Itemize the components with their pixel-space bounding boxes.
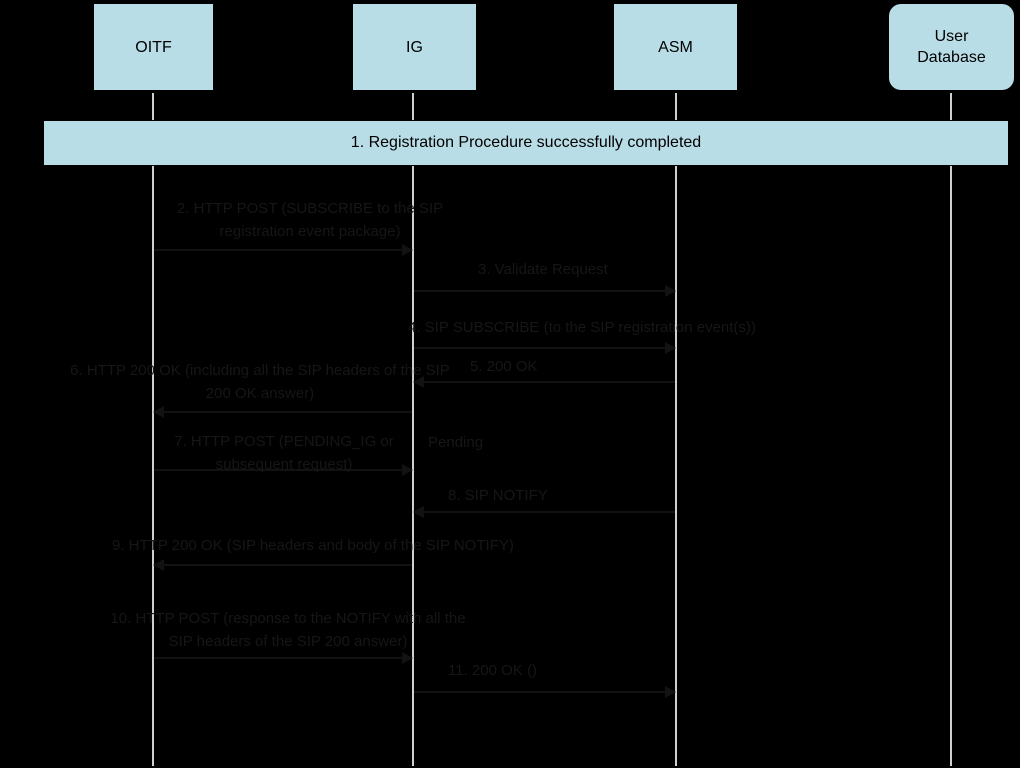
- arrow-asm-to-ig-msg5: [413, 376, 675, 388]
- arrowhead-icon: [402, 464, 413, 476]
- message-label-10: 10. HTTP POST (response to the NOTIFY wi…: [110, 610, 466, 650]
- arrowhead-icon: [413, 506, 424, 518]
- arrowhead-icon: [665, 686, 676, 698]
- arrowhead-icon: [402, 652, 413, 664]
- message-label-2: 2. HTTP POST (SUBSCRIBE to the SIP regis…: [176, 200, 444, 240]
- arrowhead-icon: [413, 376, 424, 388]
- message-label-8: 8. SIP NOTIFY: [448, 487, 548, 504]
- lifeline-asm: [675, 93, 677, 766]
- actor-label-oitf: OITF: [135, 38, 172, 56]
- message-label-6: 6. HTTP 200 OK (including all the SIP he…: [70, 362, 450, 402]
- arrow-oitf-to-ig-msg10: [154, 652, 413, 664]
- actor-label-user-database: User Database: [917, 28, 986, 66]
- arrowhead-icon: [153, 559, 164, 571]
- lifeline-ig: [412, 93, 414, 766]
- arrow-oitf-to-ig-msg7: [154, 464, 413, 476]
- message-label-9: 9. HTTP 200 OK (SIP headers and body of …: [112, 537, 514, 554]
- actor-box-ig: IG: [352, 3, 477, 91]
- actor-label-ig: IG: [406, 38, 423, 56]
- lifeline-oitf: [152, 93, 154, 766]
- arrow-ig-to-oitf-msg6: [153, 406, 412, 418]
- message-label-5: 5. 200 OK: [470, 358, 538, 375]
- arrow-ig-to-asm-msg4: [414, 342, 676, 354]
- arrowhead-icon: [665, 342, 676, 354]
- step1-banner-label: 1. Registration Procedure successfully c…: [350, 134, 702, 151]
- message-label-4: 4. SIP SUBSCRIBE (to the SIP registratio…: [408, 319, 756, 336]
- arrowhead-icon: [402, 244, 413, 256]
- step1-banner: 1. Registration Procedure successfully c…: [43, 120, 1009, 166]
- arrow-ig-to-asm-msg11: [414, 686, 676, 698]
- arrowhead-icon: [665, 285, 676, 297]
- arrow-ig-to-oitf-msg9: [153, 559, 412, 571]
- actor-box-oitf: OITF: [93, 3, 214, 91]
- arrowhead-icon: [153, 406, 164, 418]
- message-label-3: 3. Validate Request: [478, 261, 608, 278]
- arrow-asm-to-ig-msg8: [413, 506, 675, 518]
- lifeline-user-database: [950, 93, 952, 766]
- pending-note: Pending: [428, 434, 484, 451]
- arrow-oitf-to-ig-msg2: [154, 244, 413, 256]
- actor-box-user-database: User Database: [888, 3, 1015, 91]
- message-label-7: 7. HTTP POST (PENDING_IG or subsequent r…: [174, 433, 394, 473]
- message-label-11: 11. 200 OK (): [448, 662, 537, 679]
- actor-label-asm: ASM: [658, 38, 693, 56]
- arrow-ig-to-asm-msg3: [414, 285, 676, 297]
- actor-box-asm: ASM: [613, 3, 738, 91]
